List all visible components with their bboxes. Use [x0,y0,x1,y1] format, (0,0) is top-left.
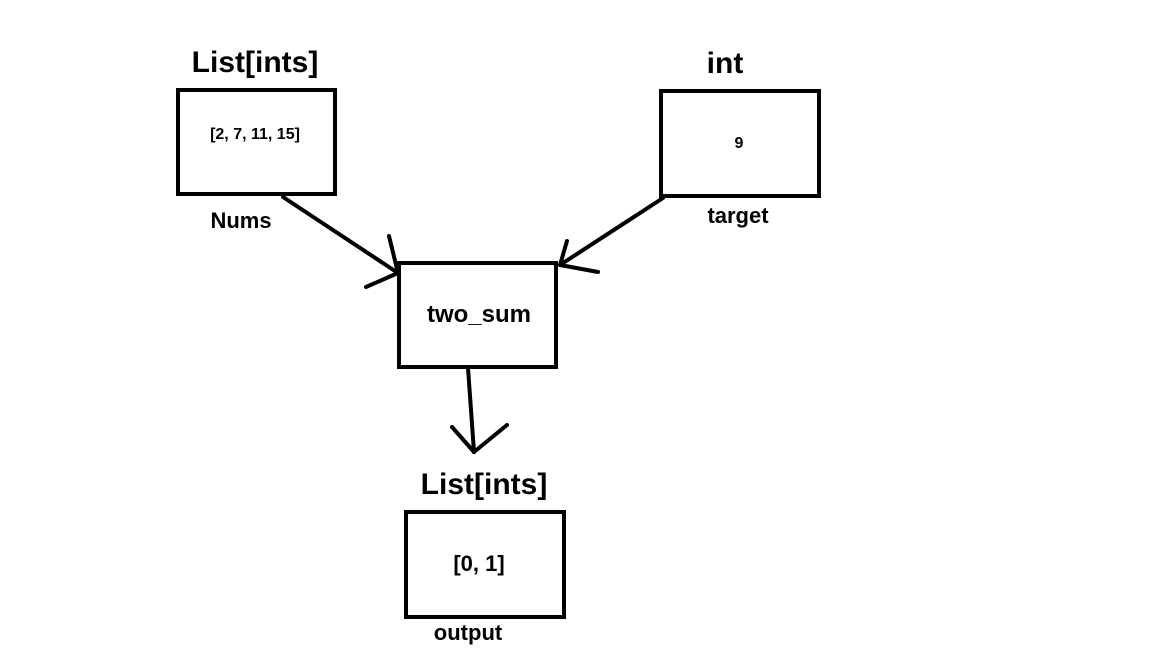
arrow-output-shaft [466,366,476,454]
target-value: 9 [735,135,744,152]
arrow-nums-head-lower [364,271,400,289]
function-box [397,261,558,369]
arrow-target-to-function [558,196,665,274]
nums-value: [2, 7, 11, 15] [210,126,300,143]
arrow-nums-head-upper [387,234,400,275]
function-name: two_sum [427,301,531,328]
arrow-nums-to-function [281,195,400,289]
target-box [659,89,821,198]
arrow-target-head-upper [558,239,569,267]
target-name-label: target [707,203,769,228]
arrow-output-head-right [472,423,509,454]
output-box [404,510,566,619]
arrow-function-to-output [450,366,509,454]
nums-type-label: List[ints] [192,46,319,79]
target-node: int 9 target [659,47,821,228]
arrow-target-shaft [558,196,665,267]
nums-node: List[ints] [2, 7, 11, 15] Nums [176,46,337,233]
output-node: List[ints] [0, 1] output [404,468,566,645]
function-node: two_sum [397,261,558,369]
output-type-label: List[ints] [421,468,548,501]
output-name-label: output [434,620,503,645]
output-value: [0, 1] [453,551,504,576]
nums-name-label: Nums [210,208,271,233]
arrow-nums-shaft [281,195,400,275]
nums-box [176,88,337,196]
arrow-target-head-lower [558,263,600,274]
arrow-output-head-left [450,425,476,454]
target-type-label: int [707,47,744,80]
